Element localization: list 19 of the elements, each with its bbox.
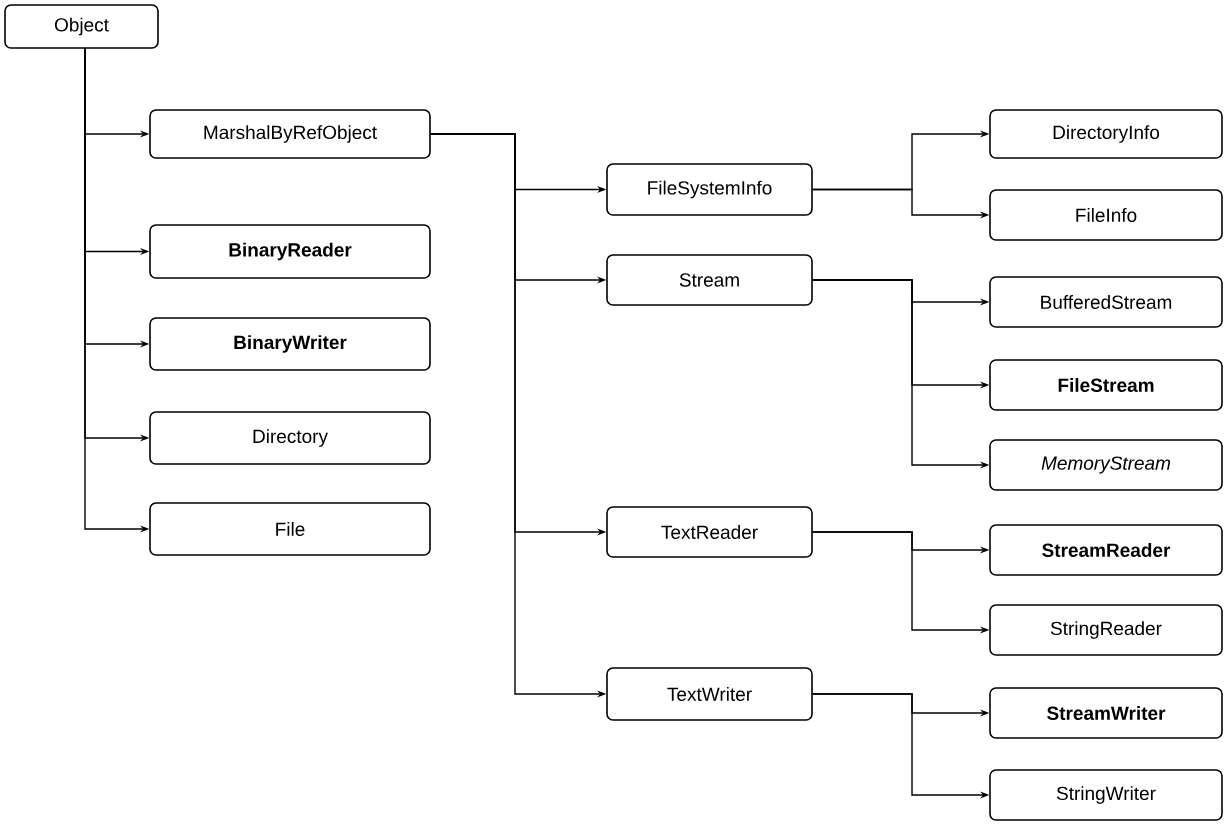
class-box: BufferedStream: [989, 276, 1223, 328]
class-box: Directory: [149, 411, 431, 465]
class-box: BinaryReader: [149, 224, 431, 279]
class-box: TextReader: [606, 506, 813, 558]
class-box: Object: [4, 4, 159, 49]
class-box: FileInfo: [989, 189, 1223, 241]
class-box: StringWriter: [989, 769, 1223, 821]
class-box: StringReader: [989, 604, 1223, 656]
class-box: Stream: [606, 254, 813, 306]
class-box: StreamWriter: [989, 687, 1223, 739]
class-box: FileStream: [989, 359, 1223, 411]
class-box: StreamReader: [989, 524, 1223, 576]
class-box: MarshalByRefObject: [149, 109, 431, 159]
class-box: MemoryStream: [989, 439, 1223, 491]
class-box: BinaryWriter: [149, 317, 431, 371]
class-box: TextWriter: [606, 667, 813, 721]
class-box: DirectoryInfo: [989, 109, 1223, 159]
class-box: FileSystemInfo: [606, 163, 813, 216]
class-box: File: [149, 502, 431, 556]
